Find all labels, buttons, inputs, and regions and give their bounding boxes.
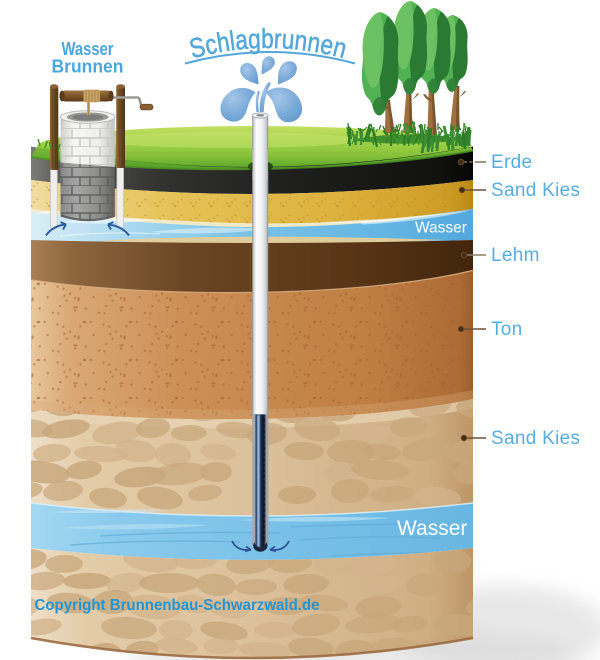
- svg-text:Sand Kies: Sand Kies: [491, 180, 580, 201]
- svg-text:S: S: [186, 31, 208, 64]
- svg-text:Wasser: Wasser: [62, 38, 114, 59]
- svg-text:Copyright Brunnenbau-Schwarzwa: Copyright Brunnenbau-Schwarzwald.de: [35, 597, 320, 614]
- svg-text:g: g: [247, 24, 261, 55]
- svg-text:Wasser: Wasser: [415, 220, 467, 237]
- svg-text:Erde: Erde: [491, 152, 532, 173]
- svg-text:Ton: Ton: [491, 319, 523, 340]
- svg-text:r: r: [273, 24, 282, 55]
- svg-text:Wasser: Wasser: [397, 517, 467, 540]
- svg-text:h: h: [215, 27, 232, 59]
- svg-text:n: n: [293, 25, 309, 57]
- svg-text:u: u: [281, 24, 296, 55]
- svg-text:Brunnen: Brunnen: [52, 56, 124, 77]
- svg-text:a: a: [234, 25, 249, 57]
- svg-text:Sand Kies: Sand Kies: [491, 428, 580, 449]
- svg-text:l: l: [228, 26, 237, 57]
- svg-text:n: n: [305, 27, 322, 59]
- svg-text:Lehm: Lehm: [491, 245, 540, 266]
- svg-text:b: b: [261, 24, 274, 55]
